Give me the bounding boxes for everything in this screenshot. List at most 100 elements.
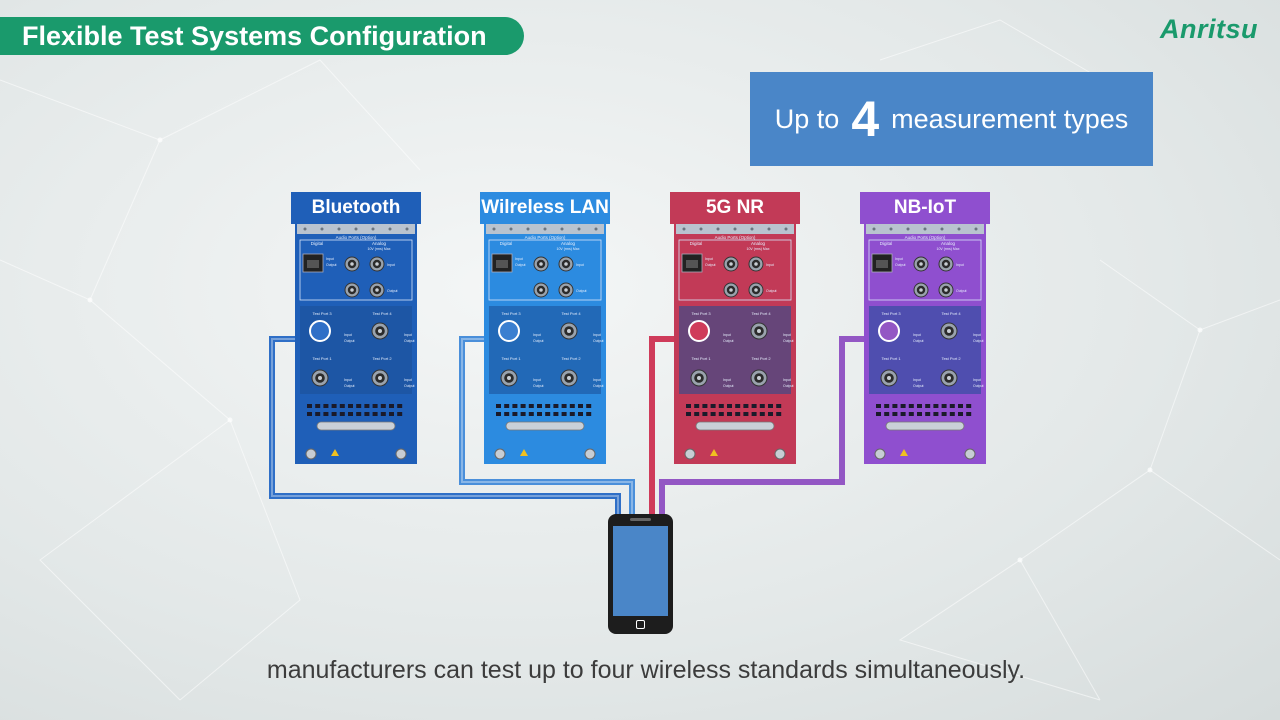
vent-slot bbox=[537, 412, 542, 416]
rj45-port-inner bbox=[876, 260, 888, 268]
test-port-output-label: Output bbox=[344, 384, 355, 388]
test-port-input-label: Input bbox=[913, 333, 921, 337]
vent-slot bbox=[339, 404, 345, 408]
vent-slot bbox=[735, 404, 741, 408]
analog-connector-icon bbox=[533, 256, 549, 272]
vent-slot bbox=[710, 412, 716, 416]
vent-slot bbox=[694, 412, 700, 416]
analog-connector-icon bbox=[748, 256, 764, 272]
vent-slot bbox=[323, 404, 329, 408]
measurement-count-box: Up to 4 measurement types bbox=[750, 72, 1153, 166]
test-port-label: Test Port 1 bbox=[881, 356, 901, 361]
analog-connector-icon bbox=[938, 282, 954, 298]
rail-screw bbox=[699, 227, 703, 231]
analog-label: Analog bbox=[941, 241, 956, 246]
module-label: NB-IoT bbox=[860, 192, 990, 224]
module-label: Wilreless LAN bbox=[480, 192, 610, 224]
rail-screw bbox=[371, 227, 375, 231]
analog-output-label: Output bbox=[576, 289, 587, 293]
vent-slot bbox=[743, 412, 749, 416]
test-port-output-label: Output bbox=[783, 384, 794, 388]
vent-slot bbox=[735, 412, 741, 416]
vent-slot bbox=[958, 412, 963, 416]
cable-nbiot bbox=[659, 336, 884, 518]
test-port-input-label: Input bbox=[723, 333, 731, 337]
rail-screw bbox=[974, 227, 978, 231]
analog-max-label: 10V (rms) Max bbox=[747, 247, 770, 251]
brand-logo: Anritsu bbox=[1160, 14, 1258, 44]
vent-slot bbox=[768, 404, 773, 408]
analog-max-label: 10V (rms) Max bbox=[557, 247, 580, 251]
audio-ports-frame bbox=[299, 239, 413, 301]
vent-slot bbox=[751, 404, 757, 408]
analog-input-label: Input bbox=[766, 263, 774, 267]
smartphone-icon bbox=[608, 514, 673, 634]
vent-slot bbox=[884, 412, 890, 416]
test-port-input-label: Input bbox=[783, 378, 791, 382]
module-label: 5G NR bbox=[670, 192, 800, 224]
vent-slot bbox=[323, 412, 329, 416]
vent-slot bbox=[917, 404, 922, 408]
vent-slot bbox=[759, 412, 765, 416]
test-port-connector-icon bbox=[560, 369, 578, 387]
digital-label: Digital bbox=[690, 241, 703, 246]
test-port-label: Test Port 4 bbox=[941, 311, 961, 316]
vent-slot bbox=[908, 404, 914, 408]
vent-slot bbox=[908, 412, 914, 416]
vent-slot bbox=[545, 412, 551, 416]
rail-screw bbox=[354, 227, 358, 231]
screw-icon bbox=[874, 448, 886, 460]
audio-ports-label: Audio Ports (Option) bbox=[905, 235, 946, 240]
vent-slot bbox=[702, 412, 708, 416]
screw-icon bbox=[395, 448, 407, 460]
test-port-connector-icon bbox=[940, 322, 958, 340]
vent-slot bbox=[933, 404, 939, 408]
handle-bar bbox=[695, 421, 775, 431]
vent-slot bbox=[966, 412, 972, 416]
rail-screw bbox=[526, 227, 530, 231]
test-port-connector-icon bbox=[311, 369, 329, 387]
vent-slot bbox=[372, 404, 378, 408]
audio-ports-frame bbox=[678, 239, 792, 301]
analog-input-label: Input bbox=[387, 263, 395, 267]
rail-screw bbox=[889, 227, 893, 231]
vent-slot bbox=[504, 404, 510, 408]
vent-slot bbox=[569, 404, 575, 408]
vent-slot bbox=[702, 404, 708, 408]
test-port-input-label: Input bbox=[973, 333, 981, 337]
vent-slot bbox=[496, 404, 501, 408]
test-port-label: Test Port 1 bbox=[312, 356, 332, 361]
test-port-output-label: Output bbox=[593, 384, 604, 388]
rail-screw bbox=[767, 227, 771, 231]
screw-icon bbox=[584, 448, 596, 460]
vent-slot bbox=[528, 412, 534, 416]
analog-label: Analog bbox=[751, 241, 766, 246]
analog-input-label: Input bbox=[576, 263, 584, 267]
vent-slot bbox=[876, 404, 881, 408]
rail-screw bbox=[303, 227, 307, 231]
test-port-label: Test Port 2 bbox=[372, 356, 392, 361]
test-port-input-label: Input bbox=[723, 378, 731, 382]
vent-slot bbox=[586, 404, 592, 408]
test-port-input-label: Input bbox=[344, 333, 352, 337]
caption-subtitle: manufacturers can test up to four wirele… bbox=[266, 656, 1026, 684]
vent-slot bbox=[315, 412, 321, 416]
test-port-label: Test Port 3 bbox=[881, 311, 901, 316]
vent-slot bbox=[900, 404, 906, 408]
cable-bluetooth bbox=[269, 336, 621, 518]
analog-connector-icon bbox=[533, 282, 549, 298]
rail-screw bbox=[940, 227, 944, 231]
rail-screw bbox=[337, 227, 341, 231]
rail-screw bbox=[682, 227, 686, 231]
test-port-output-label: Output bbox=[973, 339, 984, 343]
test-port-output-label: Output bbox=[404, 384, 415, 388]
test-port-input-label: Input bbox=[913, 378, 921, 382]
test-port-output-label: Output bbox=[973, 384, 984, 388]
vent-slot bbox=[504, 412, 510, 416]
analog-connector-icon bbox=[748, 282, 764, 298]
rail-screw bbox=[594, 227, 598, 231]
